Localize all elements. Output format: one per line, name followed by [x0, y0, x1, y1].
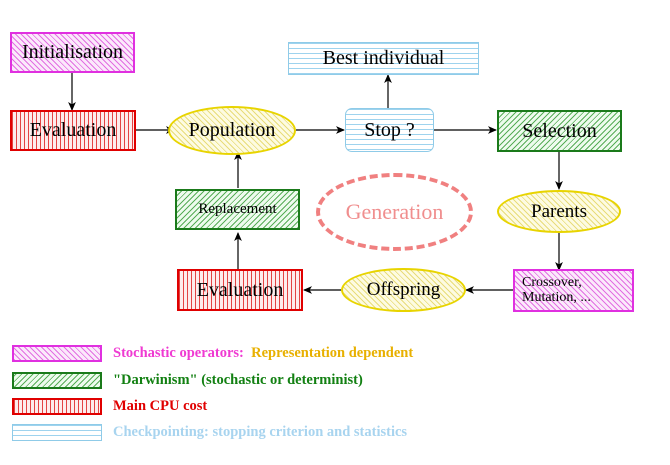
legend-label-darwinism: "Darwinism" (stochastic or determinist) [113, 371, 363, 388]
node-generation-label: Generation [345, 199, 444, 225]
legend: Stochastic operators: Representation dep… [0, 340, 670, 445]
node-generation: Generation [316, 173, 473, 251]
node-stop[interactable]: Stop ? [345, 108, 434, 152]
legend-label-stochastic-operators: Stochastic operators: Representation dep… [113, 345, 414, 361]
legend-swatch-magenta-diagonal-hatch [12, 345, 102, 362]
node-population[interactable]: Population [168, 106, 296, 155]
node-evaluation-bottom-label: Evaluation [196, 278, 284, 301]
node-initialisation[interactable]: Initialisation [10, 32, 135, 73]
legend-row-darwinism: "Darwinism" (stochastic or determinist) [0, 367, 670, 393]
node-replacement-label: Replacement [198, 200, 277, 217]
legend-swatch-red-vertical-hatch [12, 397, 102, 415]
node-evaluation-top-label: Evaluation [29, 119, 117, 141]
node-crossover-mutation-label: Crossover, Mutation, ... [522, 274, 591, 305]
legend-row-cpu-cost: Main CPU cost [0, 393, 670, 419]
node-stop-label: Stop ? [364, 118, 415, 141]
legend-label-main-cpu-cost: Main CPU cost [113, 397, 208, 414]
node-best-individual-label: Best individual [322, 47, 445, 69]
legend-row-checkpointing: Checkpointing: stopping criterion and st… [0, 419, 670, 445]
node-best-individual[interactable]: Best individual [288, 42, 479, 75]
node-selection[interactable]: Selection [497, 110, 622, 152]
legend-row-stochastic: Stochastic operators: Representation dep… [0, 340, 670, 367]
legend-label-representation-dependent: Representation dependent [243, 345, 414, 361]
node-offspring-label: Offspring [366, 279, 441, 301]
node-initialisation-label: Initialisation [21, 41, 124, 63]
node-population-label: Population [188, 119, 276, 141]
node-evaluation-top[interactable]: Evaluation [10, 110, 136, 151]
node-offspring[interactable]: Offspring [341, 268, 466, 312]
node-parents[interactable]: Parents [497, 190, 621, 233]
legend-swatch-blue-horizontal-hatch [12, 423, 102, 441]
node-selection-label: Selection [522, 119, 597, 142]
node-replacement[interactable]: Replacement [175, 189, 300, 230]
node-evaluation-bottom[interactable]: Evaluation [177, 269, 303, 311]
legend-swatch-green-diagonal-hatch [12, 371, 102, 389]
node-crossover-mutation[interactable]: Crossover, Mutation, ... [513, 269, 634, 312]
node-parents-label: Parents [531, 200, 587, 222]
legend-label-checkpointing: Checkpointing: stopping criterion and st… [113, 423, 408, 440]
